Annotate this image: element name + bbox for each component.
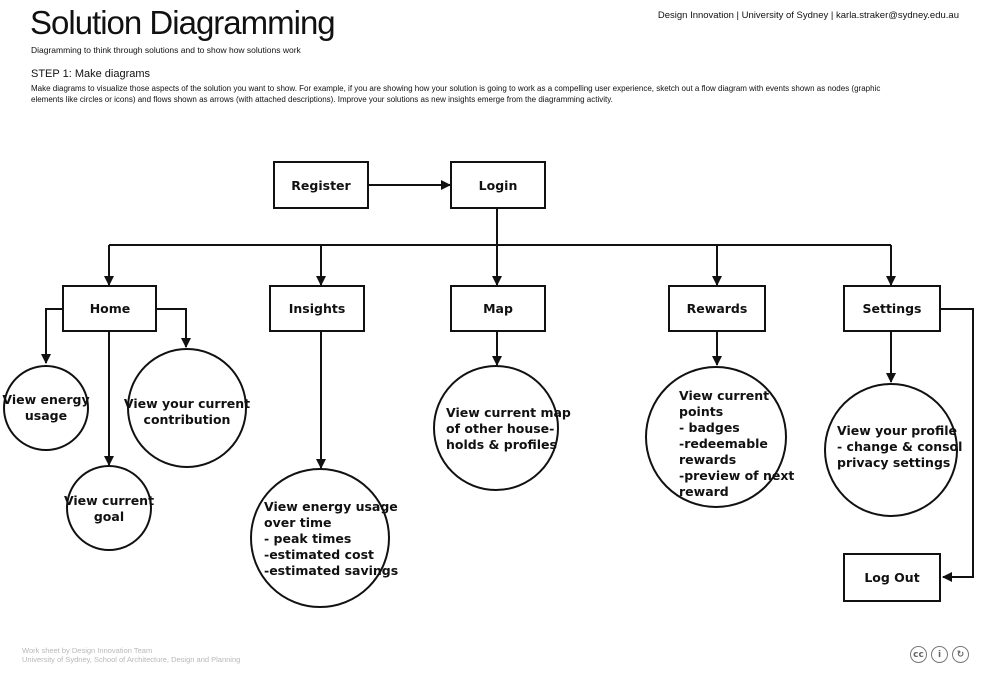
label-line: View energy [2,392,89,407]
step-description: Make diagrams to visualize those aspects… [31,84,881,104]
label-line: Insights [289,301,346,316]
logout-box [843,553,941,602]
label-line: rewards [679,452,736,467]
profile-circle [824,383,958,517]
contribution-circle [127,348,247,468]
register-label: Register [291,178,351,193]
label-line: Settings [862,301,921,316]
register-box [273,161,369,209]
label-line: View your profile [837,423,957,438]
page-subtitle: Diagramming to think through solutions a… [31,45,301,55]
points-circle [645,366,787,508]
label-line: goal [94,509,124,524]
settings-box [843,285,941,332]
label-line: over time [264,515,332,530]
current-map-circle [433,365,559,491]
label-line: -estimated savings [264,563,398,578]
settings-label: Settings [862,301,921,316]
label-line: Log Out [864,570,919,585]
cc-icon: cc [910,646,927,663]
label-line: View energy usage [264,499,398,514]
energy-usage-circle [3,365,89,451]
page-title: Solution Diagramming [30,4,336,41]
label-line: -redeemable [679,436,768,451]
home-label: Home [90,301,131,316]
rewards-box [668,285,766,332]
label-line: View current [679,388,769,403]
label-line: Map [483,301,513,316]
login-label: Login [479,178,518,193]
label-line: of other house- [446,421,554,436]
label-line: -estimated cost [264,547,374,562]
connector-lines [41,180,974,582]
map-label: Map [483,301,513,316]
label-line: usage [25,408,67,423]
label-line: Home [90,301,131,316]
sa-icon: ↻ [952,646,969,663]
map-box [450,285,546,332]
label-line: - peak times [264,531,351,546]
label-line: privacy settings [837,455,950,470]
rewards-label: Rewards [687,301,748,316]
arrow-settings-logout [940,308,974,582]
login-box [450,161,546,209]
arrow-home-contribution [156,308,191,348]
current-goal-circle [66,465,152,551]
label-line: View your current [124,396,250,411]
label-line: reward [679,484,729,499]
label-line: View current map [446,405,571,420]
arrow-home-energy [41,308,63,364]
label-line: -preview of next [679,468,794,483]
home-box [62,285,157,332]
license-icons: cc i ↻ [910,646,969,663]
label-line: holds & profiles [446,437,557,452]
energy-over-time-circle [250,468,390,608]
insights-label: Insights [289,301,346,316]
label-line: Login [479,178,518,193]
insights-box [269,285,365,332]
label-line: - change & consol [837,439,962,454]
label-line: Register [291,178,351,193]
node-shapes [3,161,958,608]
footer-line-2: University of Sydney, School of Architec… [22,655,241,664]
node-labels: Register Login Home Insights Map Rewards… [2,178,962,585]
label-line: contribution [144,412,231,427]
step-title: STEP 1: Make diagrams [31,68,151,80]
label-line: points [679,404,723,419]
label-line: View current [64,493,154,508]
logout-label: Log Out [864,570,919,585]
by-icon: i [931,646,948,663]
label-line: - badges [679,420,740,435]
footer-line-1: Work sheet by Design Innovation Team [22,646,153,655]
header-credit: Design Innovation | University of Sydney… [657,10,959,21]
label-line: Rewards [687,301,748,316]
footer: Work sheet by Design Innovation Team Uni… [22,646,240,664]
